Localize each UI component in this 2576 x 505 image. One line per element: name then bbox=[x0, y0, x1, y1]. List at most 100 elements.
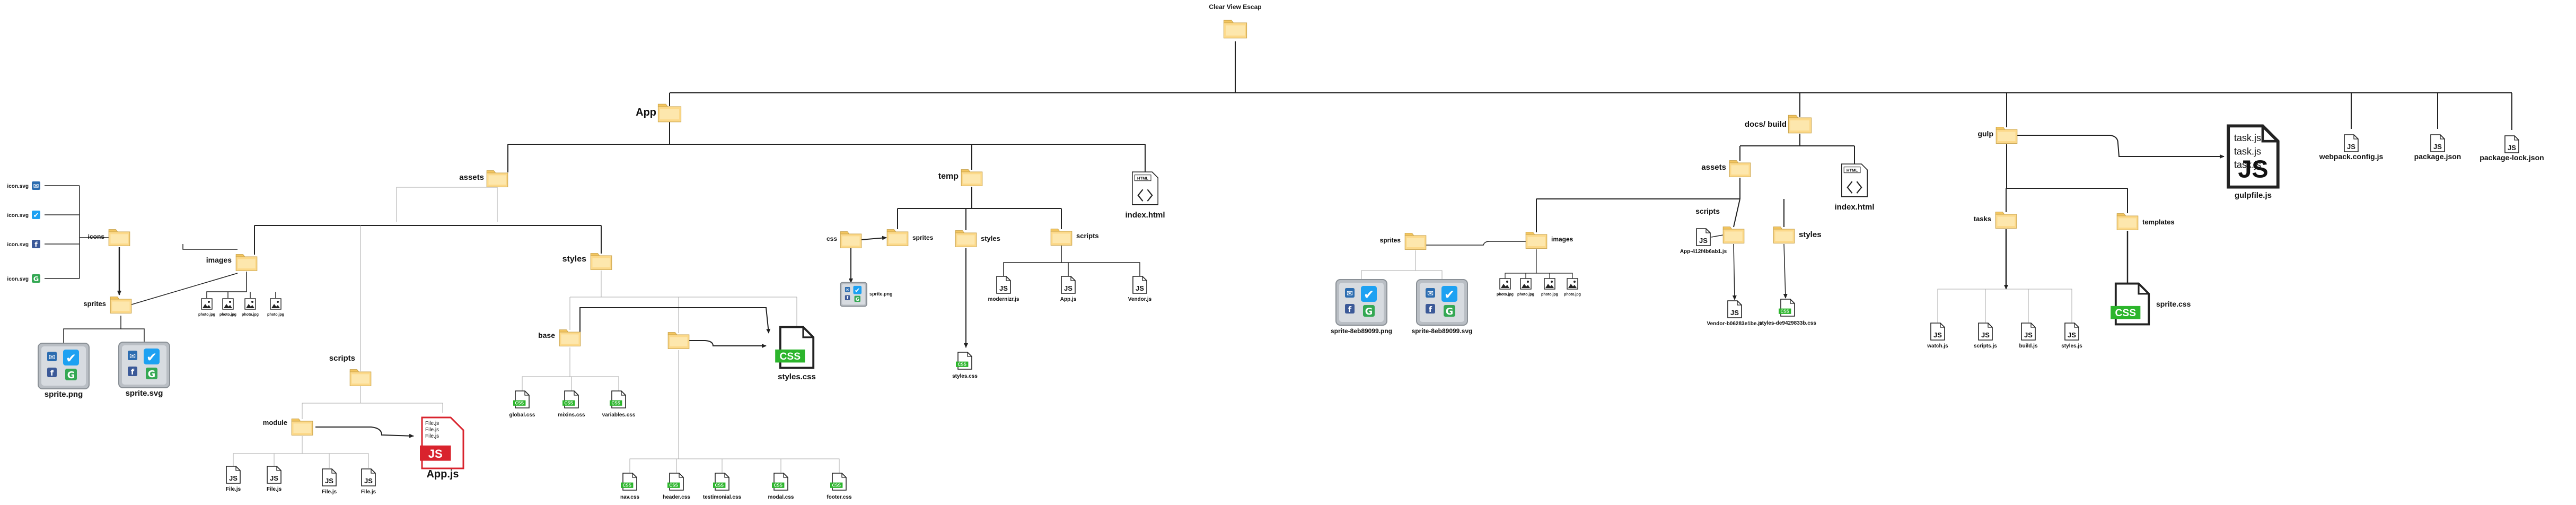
modules-node[interactable] bbox=[667, 332, 690, 349]
tstyles-node[interactable]: styles bbox=[955, 230, 1000, 247]
root-node[interactable]: Clear View Escap bbox=[1209, 3, 1262, 39]
module-node[interactable]: module bbox=[263, 419, 313, 436]
icon1-node[interactable]: ✉icon.svg bbox=[7, 181, 40, 190]
node-label: testimonial.css bbox=[703, 494, 742, 500]
dimages-node[interactable]: images bbox=[1525, 232, 1573, 249]
node-label: temp bbox=[938, 172, 959, 181]
node-label: photo.jpg bbox=[267, 313, 284, 317]
images-node[interactable]: images bbox=[206, 254, 258, 271]
node-label: sprites bbox=[83, 300, 106, 308]
assets-node[interactable]: assets bbox=[459, 170, 508, 187]
tsprites-node[interactable]: sprites bbox=[886, 229, 934, 246]
base-node[interactable]: base bbox=[538, 329, 581, 346]
img1-node[interactable]: photo.jpg bbox=[198, 298, 215, 317]
connector-line bbox=[63, 316, 121, 347]
dsprites-node[interactable]: sprites bbox=[1380, 233, 1427, 250]
img2-node[interactable]: photo.jpg bbox=[219, 298, 236, 317]
svg-text:✉: ✉ bbox=[33, 182, 39, 190]
dimg4-node[interactable]: photo.jpg bbox=[1564, 278, 1581, 297]
icon2-node[interactable]: ✔icon.svg bbox=[7, 211, 40, 220]
tasks-node[interactable]: tasks bbox=[1974, 212, 2017, 229]
svg-text:File.js: File.js bbox=[425, 433, 439, 439]
dscripts-node[interactable]: scripts bbox=[1695, 207, 1745, 243]
tscripts-node[interactable]: scripts bbox=[1050, 229, 1099, 246]
dassets-node[interactable]: assets bbox=[1701, 160, 1751, 177]
dimg3-node[interactable]: photo.jpg bbox=[1541, 278, 1558, 297]
temp-node[interactable]: temp bbox=[938, 169, 983, 186]
node-label: webpack.config.js bbox=[2319, 152, 2384, 161]
node-label: sprite-8eb89099.png bbox=[1331, 327, 1392, 335]
node-label: icon.svg bbox=[7, 276, 29, 282]
dimg2-node[interactable]: photo.jpg bbox=[1517, 278, 1534, 297]
connector-line bbox=[860, 236, 887, 240]
scripts-node[interactable]: scripts bbox=[329, 354, 372, 386]
sprites-node[interactable]: sprites bbox=[83, 297, 132, 314]
node-label: Clear View Escap bbox=[1209, 3, 1261, 11]
styles-node[interactable]: styles bbox=[562, 253, 612, 270]
app-node[interactable]: App bbox=[636, 103, 682, 123]
svg-text:f: f bbox=[131, 368, 135, 377]
svg-text:f: f bbox=[50, 369, 54, 378]
svg-text:✔: ✔ bbox=[146, 350, 157, 365]
svg-text:HTML: HTML bbox=[1137, 176, 1149, 181]
node-label: variables.css bbox=[602, 412, 636, 418]
tcss-node[interactable]: css bbox=[827, 231, 862, 248]
dimg1-node[interactable]: photo.jpg bbox=[1497, 278, 1514, 297]
node-label: module bbox=[263, 419, 287, 426]
node-label: File.js bbox=[226, 486, 241, 492]
icons-node[interactable]: icons bbox=[88, 229, 130, 246]
connector-line bbox=[1003, 246, 1062, 276]
node-label: photo.jpg bbox=[1541, 293, 1558, 297]
node-label: sprites bbox=[912, 234, 934, 241]
dstyles-node[interactable]: styles bbox=[1773, 227, 1822, 243]
connector-line bbox=[570, 376, 619, 391]
docs-node[interactable]: docs/ build bbox=[1745, 115, 1812, 134]
node-label: styles.css bbox=[778, 372, 816, 381]
node-label: sprite.png bbox=[45, 390, 83, 399]
img3-node[interactable]: photo.jpg bbox=[242, 298, 259, 317]
img4-node[interactable]: photo.jpg bbox=[267, 298, 284, 317]
gulp-node[interactable]: gulp bbox=[1977, 127, 2018, 144]
templates-node[interactable]: templates bbox=[2116, 213, 2175, 230]
svg-text:HTML: HTML bbox=[1847, 168, 1858, 173]
